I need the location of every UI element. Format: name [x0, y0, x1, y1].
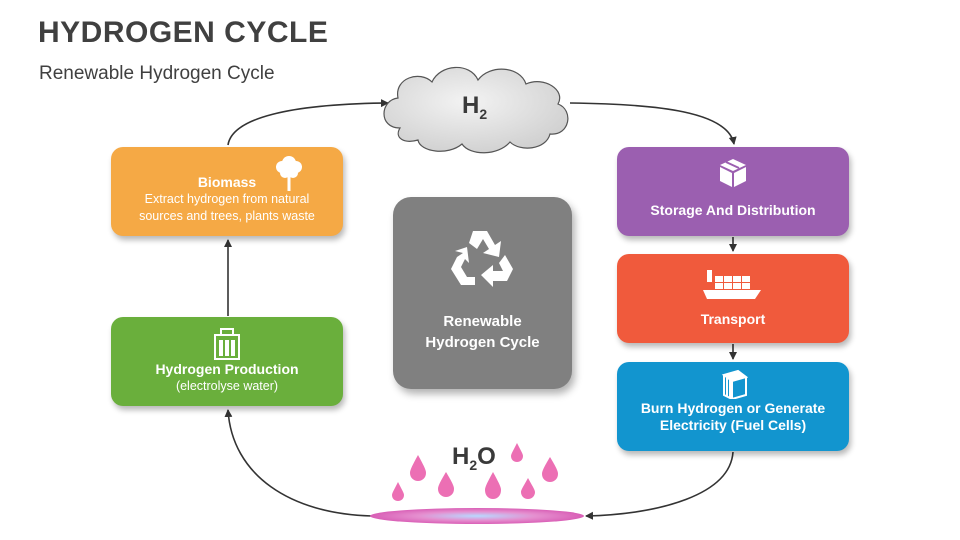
node-text: Hydrogen Production (electrolyse water)	[119, 361, 335, 395]
node-text: Transport	[625, 311, 841, 328]
droplet	[511, 443, 523, 462]
ship-icon	[701, 266, 763, 302]
box-icon	[717, 157, 749, 189]
droplet	[542, 457, 558, 482]
arrow-burn-to-water	[585, 451, 734, 520]
arrow-cloud-to-storage	[569, 102, 737, 145]
arrow-biomass-to-cloud	[227, 99, 389, 146]
node-text: Biomass Extract hydrogen from natural so…	[119, 174, 335, 225]
node-title: Storage And Distribution	[650, 202, 816, 218]
node-desc-line1: Extract hydrogen from natural	[144, 192, 310, 206]
water-formula: H2O	[452, 443, 496, 473]
page-subtitle: Renewable Hydrogen Cycle	[39, 63, 275, 84]
node-center-renewable: Renewable Hydrogen Cycle	[393, 197, 572, 389]
tree-icon	[273, 153, 305, 193]
formula-h: H	[452, 443, 470, 470]
node-hydrogen-production: Hydrogen Production (electrolyse water)	[111, 317, 343, 406]
droplet	[438, 472, 454, 497]
node-title: Transport	[700, 311, 766, 327]
page-title: HYDROGEN CYCLE	[38, 16, 329, 49]
node-desc: (electrolyse water)	[175, 379, 279, 393]
cloud-formula: H2	[462, 92, 487, 122]
node-transport: Transport	[617, 254, 849, 343]
arrow-water-to-production	[224, 409, 373, 517]
formula-subscript: 2	[469, 456, 478, 473]
node-text: Renewable Hydrogen Cycle	[399, 311, 566, 353]
droplet	[410, 455, 426, 481]
formula-base: H	[462, 92, 480, 119]
node-title: Hydrogen Production	[155, 361, 299, 377]
node-title: Biomass	[197, 174, 257, 190]
electrolyser-icon	[212, 327, 242, 361]
hydrogen-cloud	[383, 66, 569, 154]
node-text: Storage And Distribution	[625, 202, 841, 219]
water-puddle	[370, 508, 584, 524]
node-title-line1: Burn Hydrogen or Generate	[640, 400, 826, 416]
droplet	[485, 472, 501, 499]
recycle-icon	[443, 225, 523, 295]
node-text: Burn Hydrogen or Generate Electricity (F…	[625, 400, 841, 434]
droplet	[521, 478, 535, 499]
node-burn-hydrogen: Burn Hydrogen or Generate Electricity (F…	[617, 362, 849, 451]
droplet	[392, 482, 404, 501]
node-desc-line2: sources and trees, plants waste	[139, 209, 315, 223]
formula-o: O	[477, 443, 496, 470]
node-storage-distribution: Storage And Distribution	[617, 147, 849, 236]
formula-subscript: 2	[479, 105, 488, 122]
node-title-line2: Electricity (Fuel Cells)	[659, 417, 807, 433]
fuel-cell-icon	[718, 369, 748, 399]
center-line1: Renewable	[443, 313, 522, 330]
center-line2: Hydrogen Cycle	[425, 334, 540, 351]
node-biomass: Biomass Extract hydrogen from natural so…	[111, 147, 343, 236]
water-droplets	[392, 443, 558, 501]
